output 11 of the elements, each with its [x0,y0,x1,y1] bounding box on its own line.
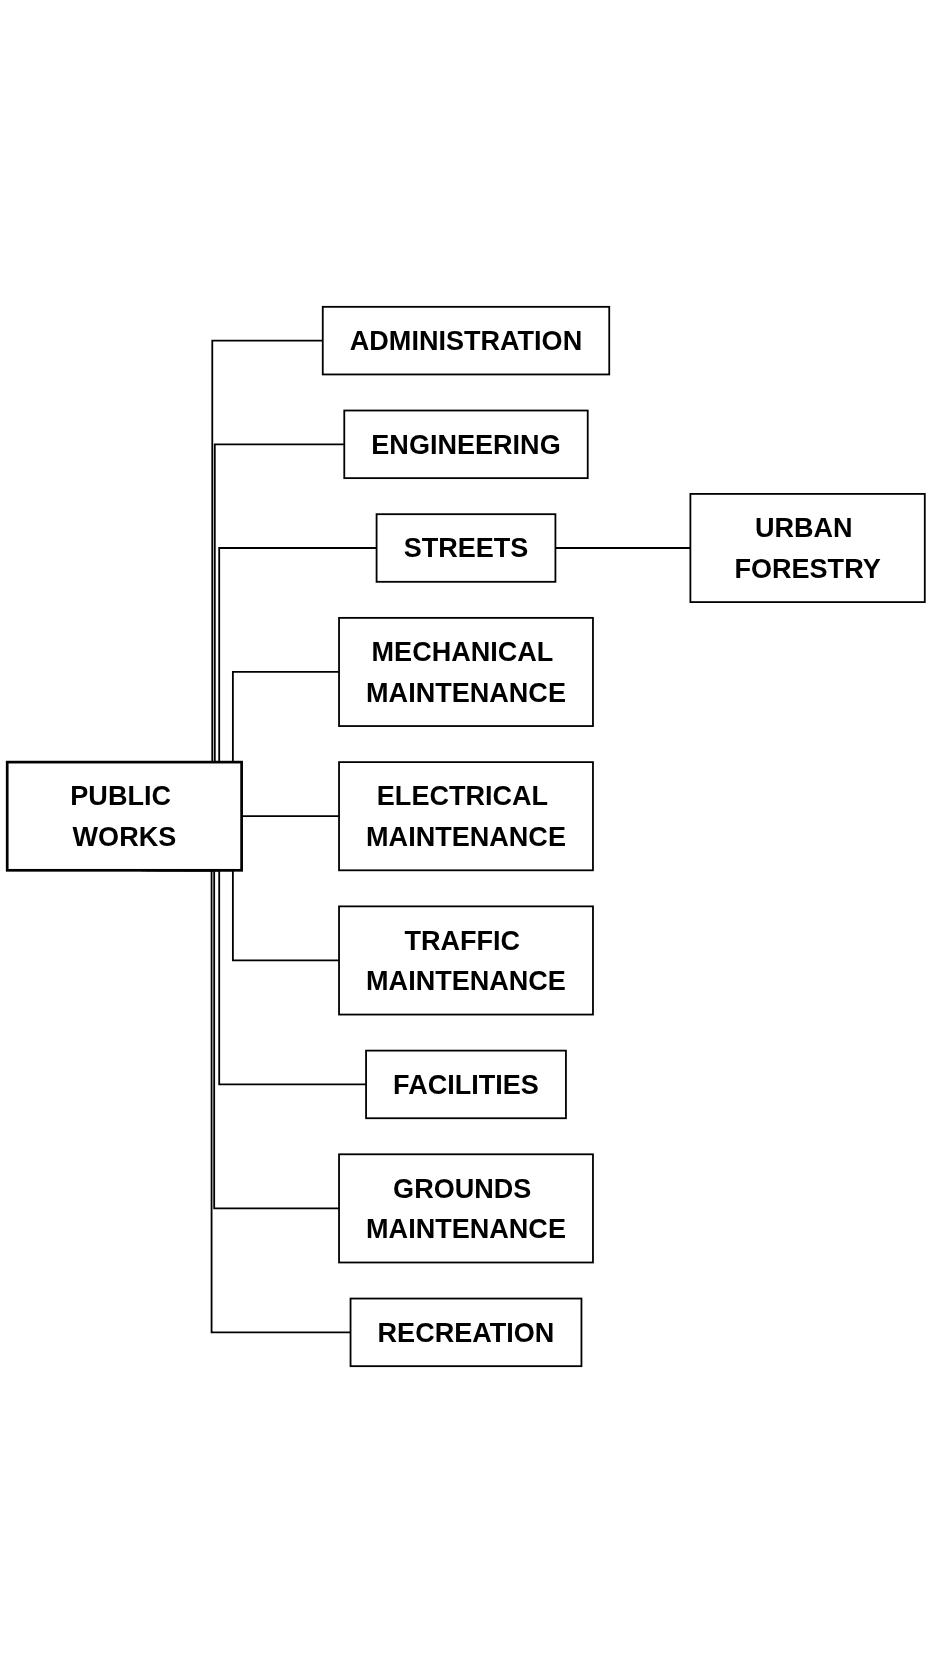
node-box: GROUNDS MAINTENANCE [338,1153,594,1264]
node-box: URBAN FORESTRY [689,493,926,603]
node-box: ELECTRICAL MAINTENANCE [338,761,594,872]
node-box: STREETS [375,513,557,583]
node-box: ADMINISTRATION [321,305,611,376]
node-box: FACILITIES [365,1049,567,1120]
node-box: PUBLIC WORKS [5,760,243,872]
node-box: ENGINEERING [343,409,589,480]
node-box: TRAFFIC MAINTENANCE [338,905,594,1016]
node-box: MECHANICAL MAINTENANCE [338,616,594,727]
node-box: RECREATION [349,1297,583,1368]
